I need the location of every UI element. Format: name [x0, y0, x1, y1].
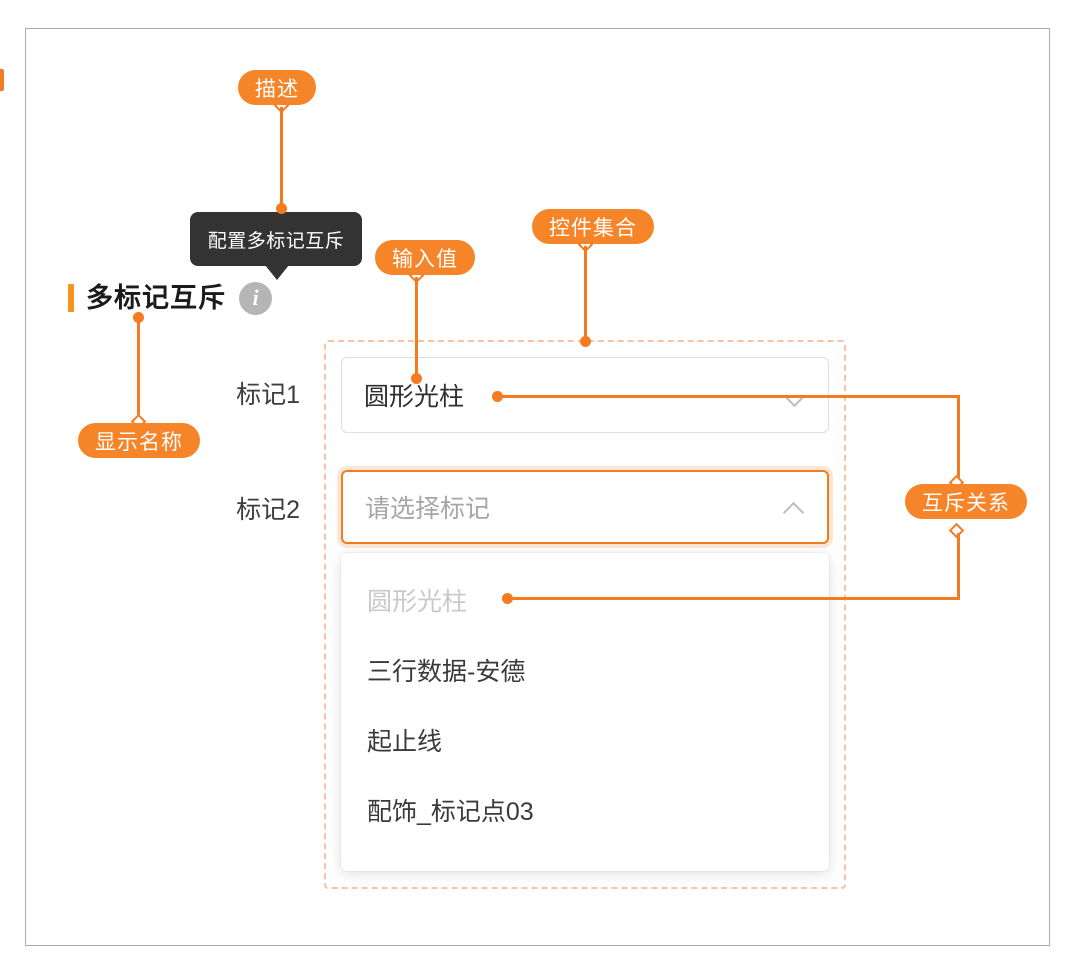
connector-line-displayname	[137, 318, 140, 422]
connector-line-desc	[280, 107, 283, 207]
info-circle-icon[interactable]: i	[239, 281, 272, 315]
connector-dot-desc	[276, 203, 287, 214]
connector-hline-mutex-bottom	[508, 597, 960, 600]
chevron-up-icon[interactable]	[783, 496, 805, 518]
annotation-badge-widgetset: 控件集合	[532, 209, 654, 244]
annotation-badge-displayname: 显示名称	[78, 423, 200, 458]
dropdown-option-1[interactable]: 三行数据-安德	[367, 658, 526, 686]
connector-line-input	[415, 277, 418, 378]
connector-dot-displayname	[133, 312, 144, 323]
connector-vline-mutex-top	[957, 395, 960, 488]
dropdown-option-0: 圆形光柱	[367, 588, 468, 616]
section-header: 多标记互斥 i	[68, 279, 272, 317]
select-mark1-value: 圆形光柱	[364, 383, 465, 411]
connector-dot-widgetset	[580, 336, 591, 347]
select-mark1[interactable]: 圆形光柱	[341, 357, 829, 433]
select-mark2[interactable]: 请选择标记	[341, 470, 829, 544]
connector-hline-mutex-top	[498, 395, 960, 398]
dropdown-option-2[interactable]: 起止线	[367, 728, 443, 756]
title-accent-bar	[68, 284, 74, 312]
connector-vline-mutex-bottom	[957, 533, 960, 600]
dropdown-option-3[interactable]: 配饰_标记点03	[367, 798, 534, 826]
annotation-badge-desc: 描述	[238, 70, 316, 105]
dropdown-panel: 圆形光柱 三行数据-安德 起止线 配饰_标记点03	[341, 553, 829, 871]
connector-dot-mutex-top	[492, 391, 503, 402]
select-mark2-placeholder: 请选择标记	[365, 495, 491, 523]
connector-line-widgetset	[584, 246, 587, 341]
field-label-mark1: 标记1	[236, 381, 300, 409]
page-title: 多标记互斥	[86, 282, 226, 313]
connector-dot-mutex-bottom	[502, 593, 513, 604]
annotation-badge-input: 输入值	[375, 240, 475, 275]
field-label-mark2: 标记2	[236, 496, 300, 524]
connector-dot-input	[411, 373, 422, 384]
tooltip-bubble: 配置多标记互斥	[190, 212, 362, 266]
annotation-badge-mutex: 互斥关系	[905, 484, 1027, 519]
edge-accent-sliver	[0, 69, 4, 91]
tooltip-arrow	[265, 265, 289, 280]
